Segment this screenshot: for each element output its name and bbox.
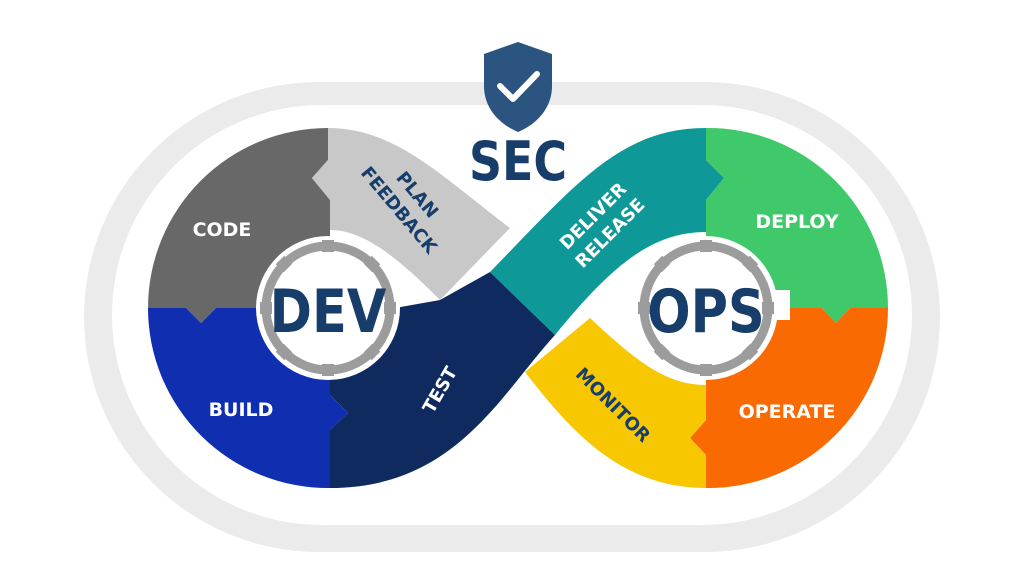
segment-plan	[312, 128, 510, 300]
hub-right-disc	[634, 236, 778, 380]
gear-left-icon	[260, 240, 396, 376]
shield-checkmark	[497, 71, 540, 102]
segment-monitor	[525, 318, 706, 488]
segment-deliver	[490, 128, 724, 335]
hub-left-disc	[256, 236, 400, 380]
label-code: CODE	[193, 219, 252, 241]
shield-check-icon	[484, 42, 552, 132]
gear-right-icon	[638, 240, 774, 376]
label-operate: OPERATE	[739, 401, 836, 423]
hub-left-text: DEV	[270, 277, 387, 347]
label-build: BUILD	[209, 399, 274, 421]
hub-right-text: OPS	[647, 277, 764, 347]
title-sec: SEC	[469, 129, 567, 193]
label-deploy: DEPLOY	[755, 211, 839, 233]
